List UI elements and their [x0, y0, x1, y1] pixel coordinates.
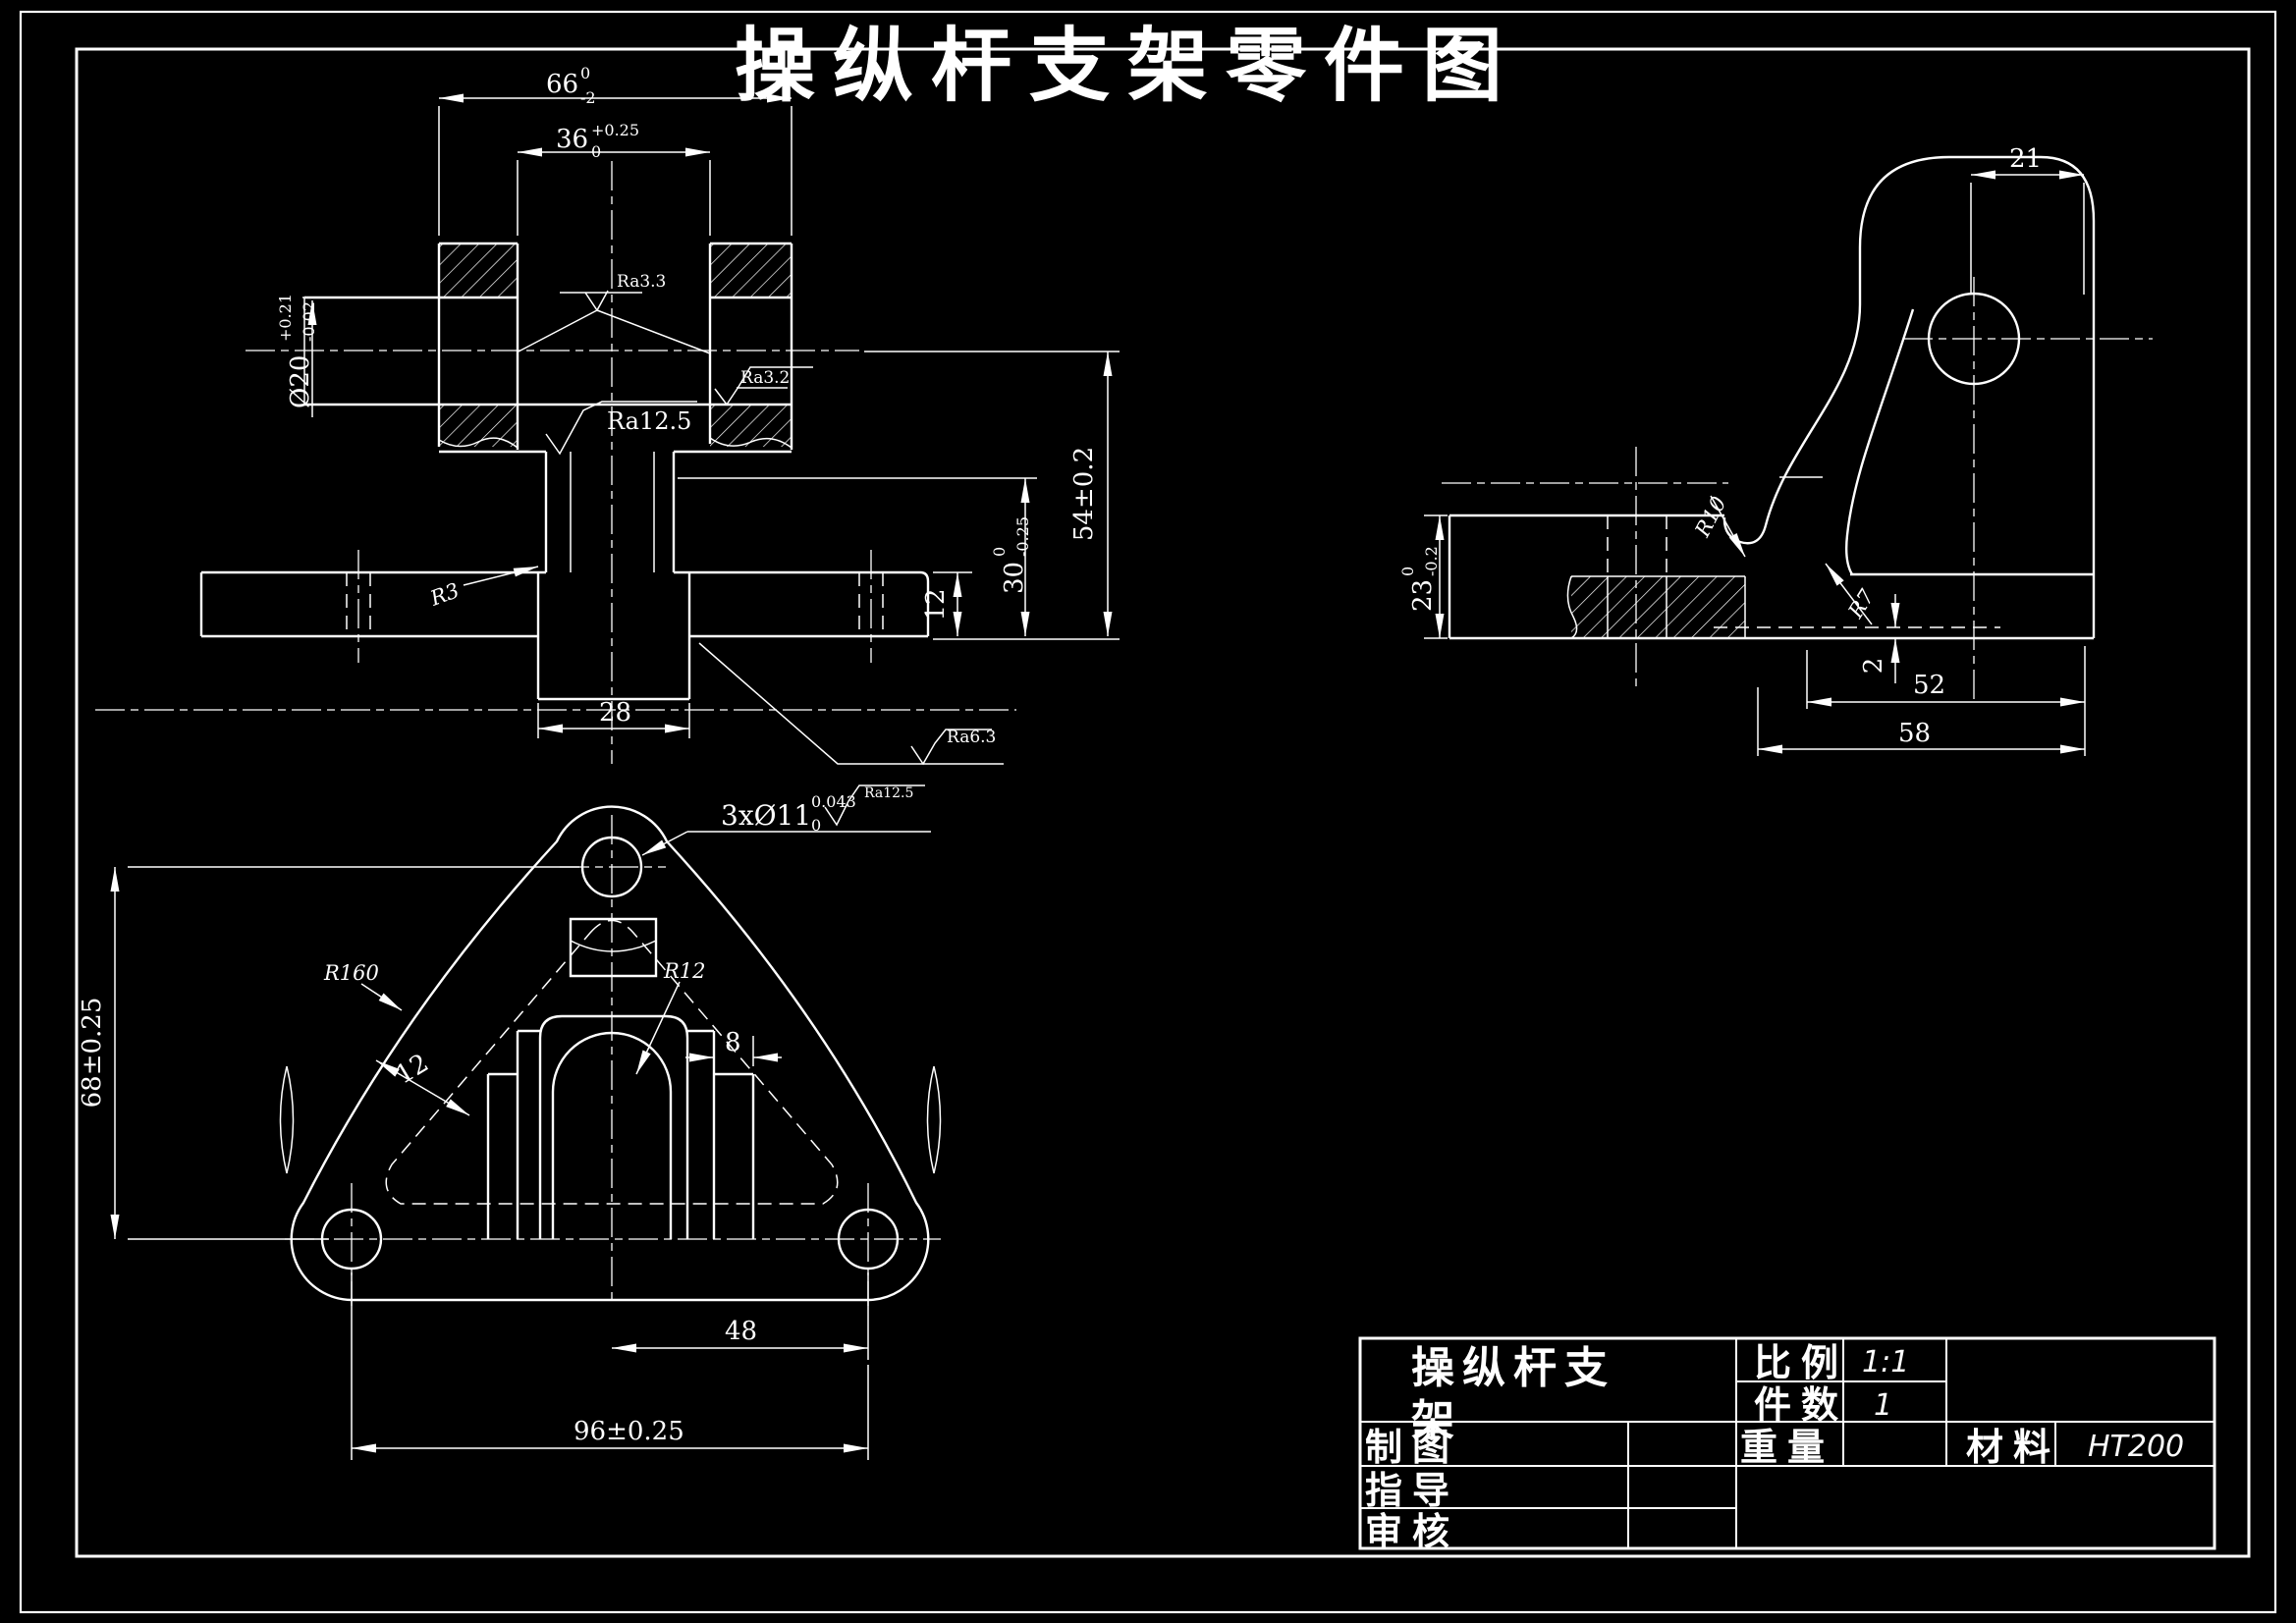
svg-text:58: 58 — [1898, 719, 1931, 748]
dim-68: 68±0.25 — [78, 866, 579, 1240]
weight-label: 重量 — [1740, 1426, 1834, 1469]
svg-text:-0.2: -0.2 — [1422, 546, 1441, 576]
svg-text:0: 0 — [990, 547, 1009, 557]
view-bottom: 3xØ11 0.043 0 Ra12.5 R160 R12 12 8 — [78, 784, 942, 1460]
dim-54: 54±0.2 — [864, 351, 1120, 640]
dim-bore-20: Ø20 +0.21 -0.02 — [276, 294, 442, 417]
svg-text:R160: R160 — [323, 961, 379, 985]
dim-28: 28 — [537, 698, 690, 738]
ra-mark-base: Ra6.3 — [698, 642, 1004, 766]
ra-mark-bore: Ra3.2 — [714, 366, 813, 406]
svg-text:3xØ11: 3xØ11 — [721, 799, 811, 832]
svg-text:30: 30 — [1000, 562, 1029, 594]
svg-text:8: 8 — [725, 1028, 741, 1057]
sheet-border — [19, 10, 2277, 1614]
dim-66: 66 0 -2 — [438, 64, 793, 236]
view-front: 66 0 -2 36 +0.25 0 Ø20 +0.21 -0.02 54±0 — [95, 64, 1120, 766]
scale-value: 1:1 — [1862, 1345, 1909, 1380]
svg-text:0: 0 — [591, 142, 601, 161]
page-title: 操纵杆支架零件图 — [735, 19, 1520, 113]
svg-text:0: 0 — [580, 64, 590, 82]
svg-text:R3: R3 — [426, 578, 463, 611]
checker-label: 审核 — [1365, 1510, 1459, 1553]
svg-text:R10: R10 — [1690, 493, 1731, 542]
svg-text:48: 48 — [725, 1317, 757, 1346]
svg-text:52: 52 — [1913, 671, 1945, 700]
svg-text:Ra12.5: Ra12.5 — [864, 785, 913, 801]
part-name-line1: 操纵杆支 — [1411, 1343, 1615, 1393]
qty-label: 件数 — [1754, 1383, 1848, 1427]
svg-text:0: 0 — [1398, 567, 1417, 576]
label-r10: R10 — [1690, 493, 1746, 558]
svg-text:Ra3.3: Ra3.3 — [617, 272, 666, 292]
svg-text:Ra12.5: Ra12.5 — [607, 407, 691, 435]
material-value: HT200 — [2088, 1430, 2184, 1464]
drafter-label: 制图 — [1365, 1426, 1459, 1469]
svg-text:Ø20: Ø20 — [286, 355, 315, 408]
svg-text:36: 36 — [556, 125, 588, 154]
dim-21: 21 — [1970, 144, 2085, 295]
dim-23: 23 0 -0.2 — [1398, 514, 1448, 639]
advisor-label: 指导 — [1365, 1469, 1459, 1512]
material-label: 材料 — [1966, 1426, 2060, 1469]
svg-text:68±0.25: 68±0.25 — [78, 998, 107, 1109]
svg-text:21: 21 — [2009, 144, 2042, 174]
svg-text:Ra3.2: Ra3.2 — [740, 368, 790, 388]
svg-text:-0.02: -0.02 — [300, 301, 318, 342]
label-r12: R12 — [635, 959, 706, 1075]
svg-text:54±0.2: 54±0.2 — [1069, 447, 1099, 541]
svg-text:2: 2 — [1859, 658, 1888, 675]
svg-text:0.043: 0.043 — [811, 792, 856, 811]
svg-text:+0.21: +0.21 — [276, 294, 295, 342]
svg-text:Ra6.3: Ra6.3 — [947, 728, 996, 747]
callout-holes: 3xØ11 0.043 0 Ra12.5 — [641, 784, 931, 856]
svg-text:R7: R7 — [1843, 585, 1880, 623]
svg-text:12: 12 — [391, 1049, 434, 1091]
svg-text:23: 23 — [1408, 579, 1438, 612]
svg-text:96±0.25: 96±0.25 — [574, 1417, 684, 1446]
dim-2: 2 — [1859, 594, 1900, 683]
label-r160: R160 — [323, 961, 403, 1011]
svg-text:0: 0 — [811, 816, 821, 835]
dim-12-wall: 12 — [375, 1049, 470, 1116]
dim-30: 30 0 -0.25 — [678, 477, 1037, 636]
dim-52: 52 — [1806, 646, 2086, 756]
view-side: 21 23 0 -0.2 R10 R7 2 — [1398, 144, 2153, 756]
dim-36: 36 +0.25 0 — [517, 121, 711, 236]
svg-text:+0.25: +0.25 — [591, 121, 639, 139]
dim-8: 8 — [685, 1028, 782, 1066]
dim-48: 48 — [612, 1272, 869, 1360]
svg-text:-2: -2 — [580, 88, 596, 107]
svg-text:R12: R12 — [663, 959, 706, 983]
ra-mark-slot: Ra3.3 — [518, 272, 711, 354]
qty-value: 1 — [1874, 1388, 1892, 1423]
dim-12-base: 12 — [921, 571, 972, 636]
svg-text:66: 66 — [546, 70, 578, 99]
svg-text:-0.25: -0.25 — [1013, 516, 1032, 557]
svg-text:28: 28 — [599, 698, 631, 728]
title-block: 操纵杆支 架 比例 1:1 件数 1 制图 重量 材料 HT200 指导 审核 — [1358, 1336, 2216, 1553]
scale-label: 比例 — [1754, 1341, 1848, 1384]
ra-mark-section: Ra12.5 — [545, 401, 697, 456]
dim-96: 96±0.25 — [351, 1272, 869, 1460]
dim-58: 58 — [1757, 687, 2085, 756]
svg-text:12: 12 — [921, 588, 951, 621]
part-name-line2: 架 — [1411, 1396, 1462, 1446]
